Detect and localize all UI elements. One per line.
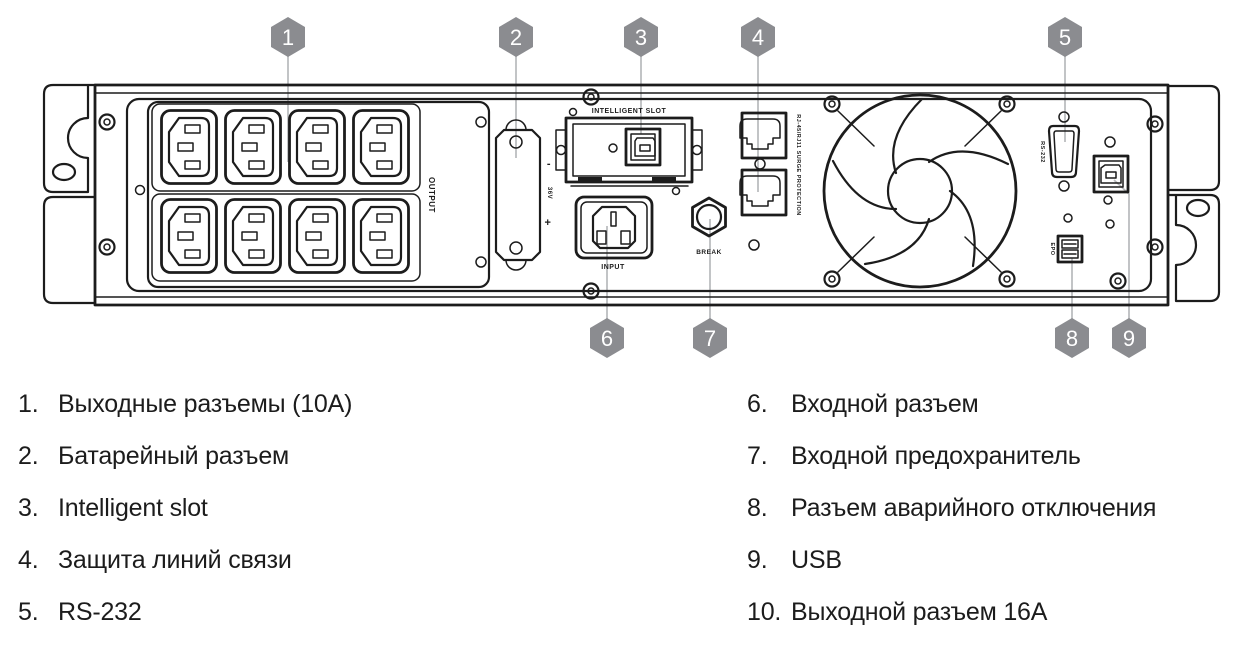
legend-item-4: 4. Защита линий связи [18,534,352,586]
legend-item-7: 7. Входной предохранитель [747,430,1156,482]
rj45-surge-protection: RJ-45/RJ11 SURGE PROTECTION [738,111,801,251]
legend-item-6: 6. Входной разъем [747,378,1156,430]
legend-item-label: Входной разъем [791,389,979,418]
surge-protection-label: RJ-45/RJ11 SURGE PROTECTION [795,114,801,216]
callout-7-number: 7 [704,326,716,351]
output-sockets-group: OUTPUT [146,100,491,289]
legend-item-label: Intelligent slot [58,493,208,522]
screw-holes [98,88,1164,300]
callout-5-number: 5 [1059,25,1071,50]
legend-item-label: Защита линий связи [58,545,292,574]
input-label: INPUT [601,264,625,271]
rs232-label: RS-232 [1039,141,1045,163]
legend-item-1: 1. Выходные разъемы (10A) [18,378,352,430]
legend-item-number: 3. [18,493,39,522]
chassis [42,83,1221,307]
legend-item-10: 10. Выходной разъем 16A [747,586,1156,638]
right-rack-ear [1166,84,1221,303]
cooling-fan [822,93,1018,289]
rs232-db9-port: RS-232 [1039,111,1081,192]
legend-item-number: 6. [747,389,768,418]
legend-item-number: 5. [18,597,39,626]
callout-8-number: 8 [1066,326,1078,351]
usb-b-port [1063,136,1130,229]
callout-9-number: 9 [1123,326,1135,351]
legend-item-8: 8. Разъем аварийного отключения [747,482,1156,534]
callout-1: 1 [271,17,305,57]
callout-8: 8 [1055,318,1089,358]
callout-3-number: 3 [635,25,647,50]
battery-voltage-label: 36V [546,187,552,199]
legend-item-label: Выходные разъемы (10A) [58,389,353,418]
battery-connector: - 36V + [494,119,552,271]
callout-4-number: 4 [752,25,764,50]
legend-item-label: Входной предохранитель [791,441,1081,470]
callout-badges: 1 2 3 4 5 6 7 8 [271,17,1146,358]
legend-item-9: 9. USB [747,534,1156,586]
intelligent-slot-label: INTELLIGENT SLOT [592,108,667,115]
legend-item-2: 2. Батарейный разъем [18,430,352,482]
callout-9: 9 [1112,318,1146,358]
input-c14-inlet: INPUT [574,195,654,271]
rear-panel-diagram: OUTPUT - 36V + INTELLIGENT SLOT [42,17,1221,358]
legend-item-number: 7. [747,441,768,470]
callout-leader-lines [287,37,1130,338]
epo-connector: EPO [1049,234,1084,264]
legend-item-label: Батарейный разъем [58,441,290,470]
legend-item-5: 5. RS-232 [18,586,352,638]
legend-item-number: 1. [18,389,39,418]
legend-right-column: 6. Входной разъем 7. Входной предохранит… [747,378,1156,638]
battery-plus-label: + [545,217,552,229]
intelligent-slot: INTELLIGENT SLOT [555,108,703,196]
output-label: OUTPUT [427,177,436,213]
legend-left-column: 1. Выходные разъемы (10A) 2. Батарейный … [18,378,352,638]
epo-label: EPO [1049,242,1055,255]
callout-4: 4 [741,17,775,57]
break-label: BREAK [696,249,722,256]
legend-item-label: RS-232 [58,597,142,626]
legend-item-3: 3. Intelligent slot [18,482,352,534]
legend-item-number: 4. [18,545,39,574]
callout-2-number: 2 [510,25,522,50]
callout-3: 3 [624,17,658,57]
legend-item-label: USB [791,545,842,574]
left-rack-ear [42,83,97,305]
callout-1-number: 1 [282,25,294,50]
callout-6: 6 [590,318,624,358]
callout-2: 2 [499,17,533,57]
callout-7: 7 [693,318,727,358]
legend-item-number: 2. [18,441,39,470]
legend-item-number: 8. [747,493,768,522]
legend-item-label: Выходной разъем 16A [791,597,1048,626]
callout-5: 5 [1048,17,1082,57]
input-fuse-breaker: BREAK [691,196,727,256]
legend-item-label: Разъем аварийного отключения [791,493,1157,522]
legend-item-number: 9. [747,545,768,574]
callout-6-number: 6 [601,326,613,351]
legend-item-number: 10. [747,597,782,626]
slot-usb-b-port [624,127,662,167]
battery-minus-label: - [547,158,551,170]
